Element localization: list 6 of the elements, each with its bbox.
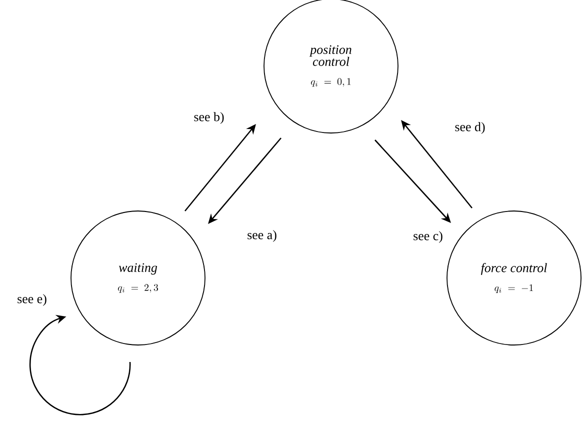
edge-label: see b) [192,111,226,125]
arrow [30,314,131,416]
edge-label: see d) [454,121,486,135]
edge-label: see c) [412,230,444,244]
edge-label: see a) [246,229,278,243]
edge-label: see e) [16,293,48,307]
